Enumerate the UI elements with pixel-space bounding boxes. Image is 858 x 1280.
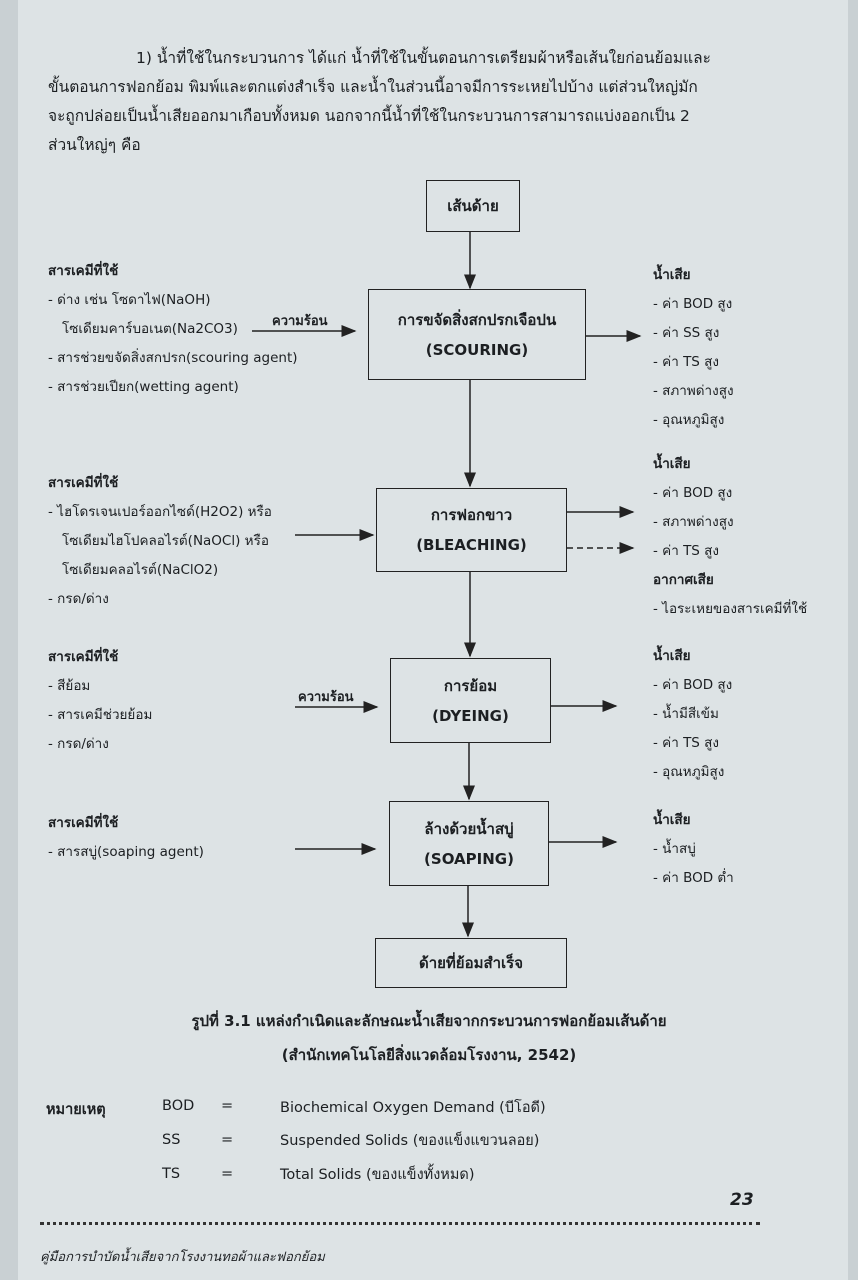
notes-title: หมายเหตุ: [46, 1102, 106, 1118]
list-item: - ด่าง เช่น โซดาไฟ(NaOH): [48, 292, 211, 308]
scouring-box: การขจัดสิ่งสกปรกเจือปน (SCOURING): [368, 289, 586, 380]
heat-label: ความร้อน: [272, 314, 328, 329]
list-item: - ค่า BOD สูง: [653, 296, 733, 312]
list-title: น้ำเสีย: [653, 648, 691, 664]
note-abbr: SS: [162, 1132, 181, 1148]
list-item: - ไฮโดรเจนเปอร์ออกไซด์(H2O2) หรือ: [48, 504, 272, 520]
list-item: - สารเคมีช่วยย้อม: [48, 707, 153, 723]
bleaching-box: การฟอกขาว (BLEACHING): [376, 488, 567, 572]
waste-list-bleaching: น้ำเสีย - ค่า BOD สูง - สภาพด่างสูง - ค่…: [653, 450, 807, 624]
step-th-label: การขจัดสิ่งสกปรกเจือปน: [397, 310, 557, 329]
list-item: - น้ำสบู่: [653, 841, 696, 857]
note-equals: =: [221, 1166, 234, 1182]
list-item: - ค่า TS สูง: [653, 735, 720, 751]
list-item: - ค่า SS สูง: [653, 325, 720, 341]
list-item: โซเดียมคาร์บอเนต(Na2CO3): [62, 321, 238, 337]
list-item: - ค่า BOD สูง: [653, 677, 733, 693]
paragraph-line: จะถูกปล่อยเป็นน้ำเสียออกมาเกือบทั้งหมด น…: [48, 107, 690, 125]
chemicals-list-soaping: สารเคมีที่ใช้ - สารสบู่(soaping agent): [48, 809, 204, 867]
list-title: สารเคมีที่ใช้: [48, 263, 119, 279]
list-item: - กรด/ด่าง: [48, 736, 109, 752]
heat-label: ความร้อน: [298, 690, 354, 705]
note-equals: =: [221, 1098, 234, 1114]
end-box: ด้ายที่ย้อมสำเร็จ: [375, 938, 567, 988]
list-item: - สีย้อม: [48, 678, 91, 694]
list-item: - ไอระเหยของสารเคมีที่ใช้: [653, 601, 808, 617]
paragraph-line: ขั้นตอนการฟอกย้อม พิมพ์และตกแต่งสำเร็จ แ…: [48, 78, 698, 96]
chemicals-list-dyeing: สารเคมีที่ใช้ - สีย้อม - สารเคมีช่วยย้อม…: [48, 643, 152, 759]
paragraph-line: 1) น้ำที่ใช้ในกระบวนการ ได้แก่ น้ำที่ใช้…: [136, 49, 711, 67]
note-equals: =: [221, 1132, 234, 1148]
figure-source: (สำนักเทคโนโลยีสิ่งแวดล้อมโรงงาน, 2542): [281, 1046, 577, 1064]
list-title: น้ำเสีย: [653, 456, 691, 472]
list-item: - สารสบู่(soaping agent): [48, 844, 204, 860]
list-title: สารเคมีที่ใช้: [48, 475, 119, 491]
start-box: เส้นด้าย: [426, 180, 520, 232]
list-item: - ค่า BOD สูง: [653, 485, 733, 501]
step-en-label: (BLEACHING): [416, 536, 527, 554]
list-item: - ค่า BOD ต่ำ: [653, 870, 734, 886]
list-item: - อุณหภูมิสูง: [653, 764, 725, 780]
chemicals-list-scouring: สารเคมีที่ใช้ - ด่าง เช่น โซดาไฟ(NaOH) โ…: [48, 257, 298, 402]
list-item: โซเดียมไฮโปคลอไรต์(NaOCl) หรือ: [62, 533, 269, 549]
note-abbr: BOD: [162, 1098, 195, 1114]
note-definition: Total Solids (ของแข็งทั้งหมด): [280, 1167, 475, 1183]
waste-list-scouring: น้ำเสีย - ค่า BOD สูง - ค่า SS สูง - ค่า…: [653, 261, 734, 435]
list-item: - กรด/ด่าง: [48, 591, 109, 607]
footer-text: คู่มือการบำบัดน้ำเสียจากโรงงานทอผ้าและฟอ…: [40, 1250, 325, 1265]
note-abbr: TS: [162, 1166, 181, 1182]
note-definition: Suspended Solids (ของแข็งแขวนลอย): [280, 1133, 540, 1149]
chemicals-list-bleaching: สารเคมีที่ใช้ - ไฮโดรเจนเปอร์ออกไซด์(H2O…: [48, 469, 272, 614]
step-th-label: การย้อม: [443, 676, 498, 695]
list-item: - ค่า TS สูง: [653, 543, 720, 559]
paragraph-line: ส่วนใหญ่ๆ คือ: [48, 136, 141, 154]
end-label: ด้ายที่ย้อมสำเร็จ: [418, 954, 524, 972]
list-title: อากาศเสีย: [653, 572, 714, 588]
step-en-label: (DYEING): [432, 706, 509, 725]
list-title: น้ำเสีย: [653, 267, 691, 283]
footer-divider: [40, 1222, 760, 1225]
step-th-label: ล้างด้วยน้ำสบู่: [424, 819, 514, 838]
list-item: - น้ำมีสีเข้ม: [653, 706, 719, 722]
step-en-label: (SOAPING): [424, 849, 514, 868]
list-item: - สภาพด่างสูง: [653, 514, 734, 530]
dyeing-box: การย้อม (DYEING): [390, 658, 551, 743]
figure-caption: รูปที่ 3.1 แหล่งกำเนิดและลักษณะน้ำเสียจา…: [191, 1012, 667, 1030]
note-definition: Biochemical Oxygen Demand (บีโอดี): [280, 1100, 546, 1116]
waste-list-dyeing: น้ำเสีย - ค่า BOD สูง - น้ำมีสีเข้ม - ค่…: [653, 642, 732, 787]
list-item: - สภาพด่างสูง: [653, 383, 734, 399]
list-item: โซเดียมคลอไรต์(NaClO2): [62, 562, 219, 578]
list-item: - สารช่วยขจัดสิ่งสกปรก(scouring agent): [48, 350, 298, 366]
waste-list-soaping: น้ำเสีย - น้ำสบู่ - ค่า BOD ต่ำ: [653, 806, 734, 893]
intro-paragraph: 1) น้ำที่ใช้ในกระบวนการ ได้แก่ น้ำที่ใช้…: [48, 44, 788, 160]
list-title: น้ำเสีย: [653, 812, 691, 828]
list-item: - อุณหภูมิสูง: [653, 412, 725, 428]
list-title: สารเคมีที่ใช้: [48, 815, 119, 831]
list-item: - ค่า TS สูง: [653, 354, 720, 370]
start-label: เส้นด้าย: [447, 197, 499, 215]
step-en-label: (SCOURING): [425, 340, 529, 359]
list-title: สารเคมีที่ใช้: [48, 649, 119, 665]
page-number: 23: [730, 1190, 754, 1210]
soaping-box: ล้างด้วยน้ำสบู่ (SOAPING): [389, 801, 549, 886]
step-th-label: การฟอกขาว: [430, 506, 513, 524]
list-item: - สารช่วยเปียก(wetting agent): [48, 379, 239, 395]
